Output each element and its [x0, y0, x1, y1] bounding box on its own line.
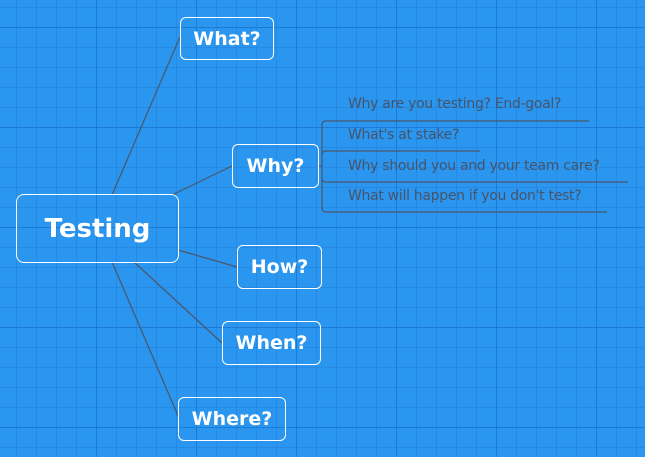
why-note-at-stake[interactable]: What's at stake?: [348, 127, 460, 143]
branch-node-when[interactable]: When?: [222, 321, 321, 365]
why-note-team-care[interactable]: Why should you and your team care?: [348, 158, 600, 174]
branch-label: What?: [193, 27, 261, 50]
root-node-testing[interactable]: Testing: [16, 194, 179, 263]
branch-label: Where?: [191, 408, 273, 430]
bracket-why-notes: [321, 120, 327, 213]
connector-root-where: [111, 261, 180, 419]
branch-node-how[interactable]: How?: [237, 245, 322, 289]
connector-root-when: [133, 261, 223, 344]
connector-root-why: [171, 165, 233, 196]
connector-root-how: [177, 249, 238, 268]
branch-node-why[interactable]: Why?: [232, 144, 319, 188]
why-note-dont-test[interactable]: What will happen if you don't test?: [348, 188, 582, 204]
branch-label: Why?: [246, 155, 305, 177]
branch-node-where[interactable]: Where?: [178, 397, 286, 441]
branch-label: When?: [235, 332, 308, 354]
branch-node-what[interactable]: What?: [180, 17, 274, 60]
why-note-end-goal[interactable]: Why are you testing? End-goal?: [348, 96, 562, 112]
connector-root-what: [111, 36, 181, 196]
branch-label: How?: [250, 256, 309, 278]
root-node-label: Testing: [44, 213, 151, 244]
